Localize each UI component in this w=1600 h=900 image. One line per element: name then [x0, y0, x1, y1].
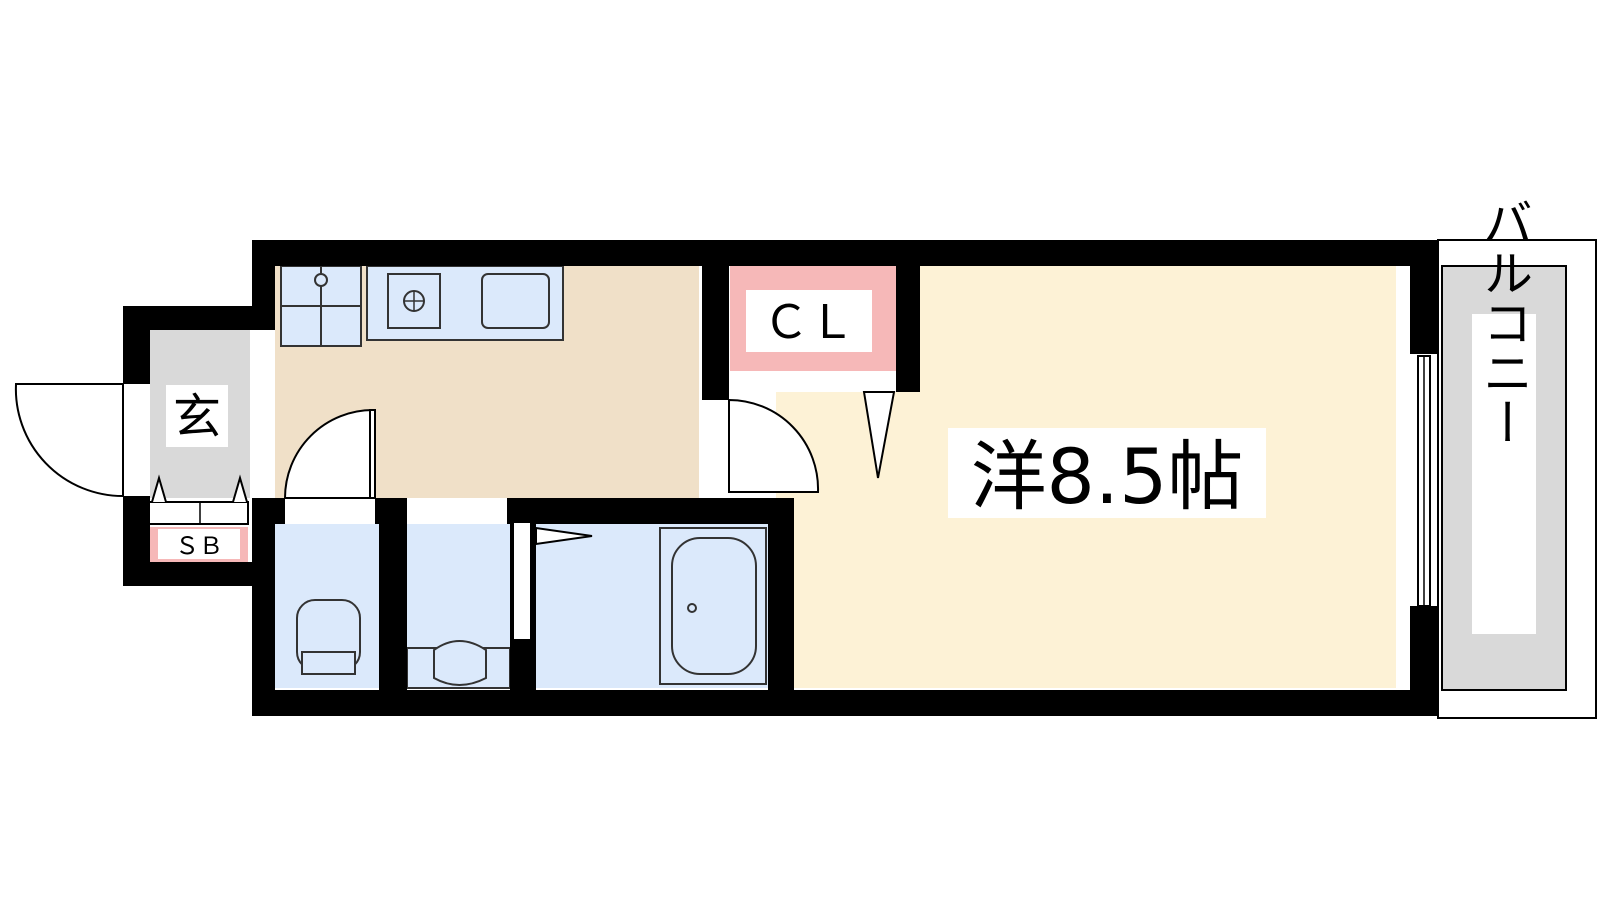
closet-label: ＣＬ — [763, 295, 855, 349]
washroom-door-opening — [407, 498, 507, 524]
drain-icon — [687, 603, 697, 613]
kitchen-door-opening — [250, 330, 275, 498]
toilet-wall — [379, 498, 407, 716]
washbasin-bowl — [433, 640, 487, 686]
kitchen-room-wall — [702, 266, 729, 400]
wet-area-wall-right — [768, 498, 794, 716]
stove-panel — [387, 273, 441, 329]
toilet-door-opening — [285, 498, 375, 524]
outer-wall-top — [252, 240, 1438, 266]
bathroom-door-panel — [512, 521, 532, 641]
balcony-label-background — [1472, 314, 1536, 634]
balcony-label: バルコニー — [1475, 197, 1533, 447]
entrance-wall-top — [123, 306, 275, 330]
entrance-door-swing — [14, 383, 124, 498]
bathtub-inner — [671, 537, 757, 675]
closet-door-opening — [729, 371, 896, 392]
shoe-box-label: ＳＢ — [175, 532, 223, 560]
western-room-label: 洋8.5帖 — [971, 432, 1244, 521]
toilet-seat — [301, 651, 356, 675]
closet-door-swing — [862, 391, 896, 479]
room-door-opening — [702, 400, 729, 498]
closet-label-background — [746, 290, 872, 352]
entrance-label: 玄 — [173, 389, 221, 445]
closet-wall-right — [896, 266, 920, 392]
kitchen-door-swing — [283, 408, 374, 499]
outer-wall-bottom — [252, 690, 1438, 716]
refrigerator-knob-icon — [314, 273, 328, 287]
outer-wall-right-top — [1410, 240, 1438, 354]
western-room-label-background — [948, 428, 1266, 518]
kitchen-door-panel — [369, 409, 376, 499]
shoe-box-label-background — [158, 529, 240, 559]
bathroom-door-swing — [535, 526, 593, 546]
shoe-box-door-swing-right — [232, 474, 248, 503]
entrance-wall-bottom — [123, 562, 275, 586]
entrance-door-opening — [123, 384, 150, 496]
entrance-label-background — [166, 385, 228, 447]
shoe-box-doors — [148, 501, 249, 525]
room-door-swing — [728, 398, 820, 493]
outer-wall-right-bottom — [1410, 606, 1438, 716]
kitchen-sink — [481, 273, 550, 329]
shoe-box-door-swing-left — [151, 474, 167, 503]
